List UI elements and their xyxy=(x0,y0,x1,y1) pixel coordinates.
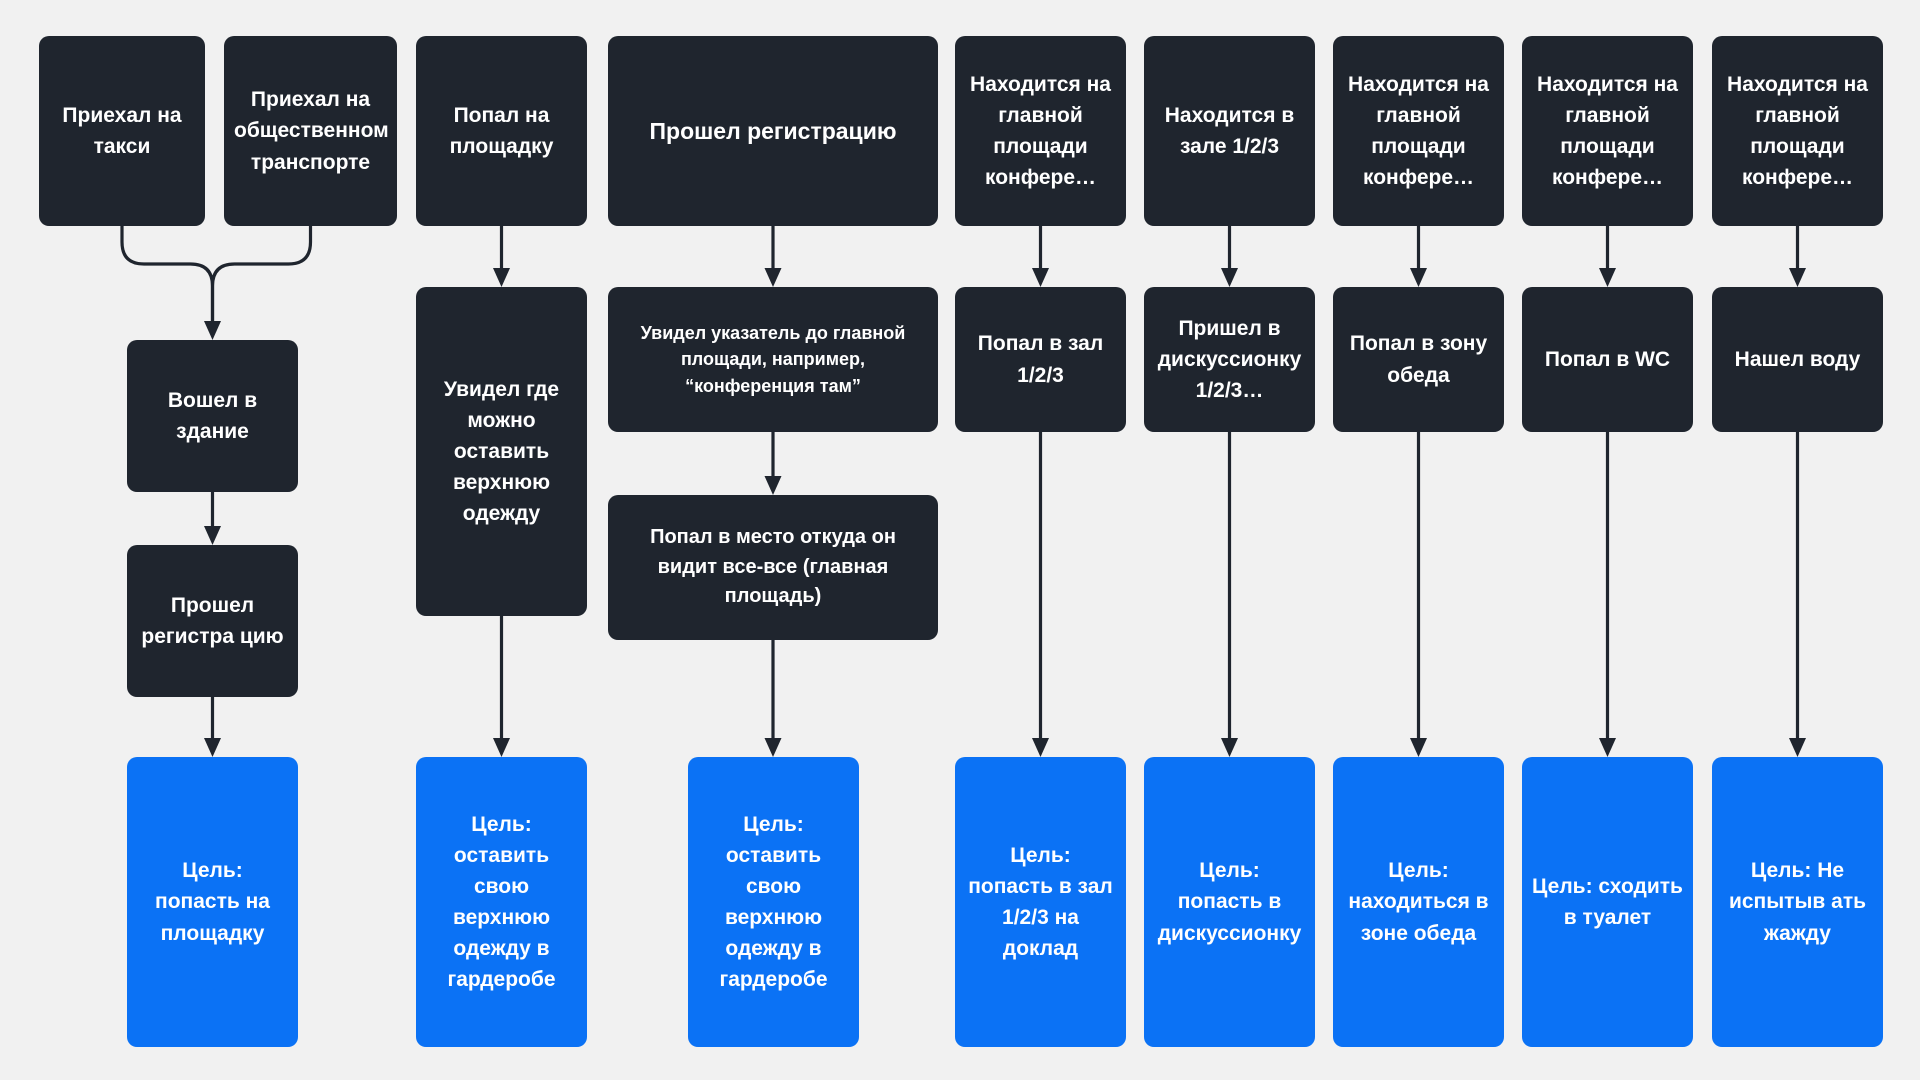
node-label: Цель: Не испытыв ать жажду xyxy=(1728,859,1867,945)
step-node[interactable]: Попал в зал 1/2/3 xyxy=(955,287,1126,432)
edge-merge-line xyxy=(120,226,215,323)
step-node[interactable]: Приехал на такси xyxy=(39,36,205,226)
step-node[interactable]: Находится на главной площади конфере… xyxy=(1712,36,1883,226)
node-label: Приехал на такси xyxy=(62,103,182,158)
node-label: Цель: попасть в дискуссионку xyxy=(1157,859,1302,945)
node-label: Цель: находиться в зоне обеда xyxy=(1348,859,1489,945)
step-node[interactable]: Приехал на общественном транспорте xyxy=(224,36,397,226)
node-label: Находится на главной площади конфере… xyxy=(1348,72,1489,190)
edge-arrowhead xyxy=(1789,268,1806,287)
step-node[interactable]: Увидел указатель до главной площади, нап… xyxy=(608,287,938,432)
step-node[interactable]: Попал в место откуда он видит все-все (г… xyxy=(608,495,938,640)
edge-arrowhead xyxy=(764,476,782,495)
node-label: Попал на площадку xyxy=(449,103,554,158)
edge-arrowhead xyxy=(493,738,510,757)
step-node[interactable]: Нашел воду xyxy=(1712,287,1883,432)
step-node[interactable]: Прошел регистрацию xyxy=(608,36,938,226)
node-label: Нашел воду xyxy=(1734,347,1861,371)
node-label: Находится на главной площади конфере… xyxy=(970,72,1111,190)
edge-arrowhead xyxy=(1789,738,1806,757)
edge-merge-line xyxy=(210,226,313,323)
node-label: Попал в место откуда он видит все-все (г… xyxy=(650,526,896,608)
step-node[interactable]: Вошел в здание xyxy=(127,340,298,492)
edge-arrowhead xyxy=(1221,738,1238,757)
edge-arrowhead xyxy=(204,526,221,545)
node-label: Попал в зал 1/2/3 xyxy=(977,332,1104,387)
node-label: Увидел где можно оставить верхнюю одежду xyxy=(443,377,560,526)
step-node[interactable]: Увидел где можно оставить верхнюю одежду xyxy=(416,287,587,616)
node-label: Увидел указатель до главной площади, нап… xyxy=(640,322,906,396)
node-label: Находится на главной площади конфере… xyxy=(1727,72,1868,190)
step-node[interactable]: Находится на главной площади конфере… xyxy=(1522,36,1693,226)
node-label: Прошел регистра цию xyxy=(141,593,284,648)
node-label: Цель: сходить в туалет xyxy=(1532,874,1683,929)
node-label: Цель: попасть в зал 1/2/3 на доклад xyxy=(968,843,1113,961)
goal-node[interactable]: Цель: Не испытыв ать жажду xyxy=(1712,757,1883,1047)
edge-arrowhead xyxy=(1032,738,1049,757)
edge-arrowhead xyxy=(764,738,782,757)
goal-node[interactable]: Цель: попасть на площадку xyxy=(127,757,298,1047)
goal-node[interactable]: Цель: оставить свою верхнюю одежду в гар… xyxy=(416,757,587,1047)
node-label: Попал в WC xyxy=(1544,347,1671,371)
edge-arrowhead xyxy=(1410,268,1427,287)
goal-node[interactable]: Цель: оставить свою верхнюю одежду в гар… xyxy=(688,757,859,1047)
step-node[interactable]: Пришел в дискуссионку 1/2/3… xyxy=(1144,287,1315,432)
edge-arrowhead xyxy=(204,321,221,340)
edge-arrowhead xyxy=(204,738,221,757)
edge-arrowhead xyxy=(1221,268,1238,287)
goal-node[interactable]: Цель: находиться в зоне обеда xyxy=(1333,757,1504,1047)
goal-node[interactable]: Цель: попасть в дискуссионку xyxy=(1144,757,1315,1047)
edge-arrowhead xyxy=(1599,268,1616,287)
step-node[interactable]: Находится на главной площади конфере… xyxy=(955,36,1126,226)
edge-arrowhead xyxy=(1410,738,1427,757)
step-node[interactable]: Находится в зале 1/2/3 xyxy=(1144,36,1315,226)
node-label: Прошел регистрацию xyxy=(649,117,897,144)
edge-arrowhead xyxy=(493,268,510,287)
node-label: Попал в зону обеда xyxy=(1349,332,1488,387)
step-node[interactable]: Попал в WC xyxy=(1522,287,1693,432)
node-label: Цель: оставить свою верхнюю одежду в гар… xyxy=(447,812,556,992)
node-label: Находится в зале 1/2/3 xyxy=(1164,103,1295,158)
node-label: Цель: оставить свою верхнюю одежду в гар… xyxy=(719,812,828,992)
edge-arrowhead xyxy=(764,268,782,287)
edge-arrowhead xyxy=(1032,268,1049,287)
node-label: Вошел в здание xyxy=(167,388,258,443)
goal-node[interactable]: Цель: сходить в туалет xyxy=(1522,757,1693,1047)
edge-arrowhead xyxy=(1599,738,1616,757)
node-label: Приехал на общественном транспорте xyxy=(234,88,389,174)
node-label: Цель: попасть на площадку xyxy=(155,859,270,945)
goal-node[interactable]: Цель: попасть в зал 1/2/3 на доклад xyxy=(955,757,1126,1047)
step-node[interactable]: Прошел регистра цию xyxy=(127,545,298,697)
step-node[interactable]: Попал в зону обеда xyxy=(1333,287,1504,432)
step-node[interactable]: Попал на площадку xyxy=(416,36,587,226)
node-label: Находится на главной площади конфере… xyxy=(1537,72,1678,190)
node-label: Пришел в дискуссионку 1/2/3… xyxy=(1157,316,1302,403)
step-node[interactable]: Находится на главной площади конфере… xyxy=(1333,36,1504,226)
